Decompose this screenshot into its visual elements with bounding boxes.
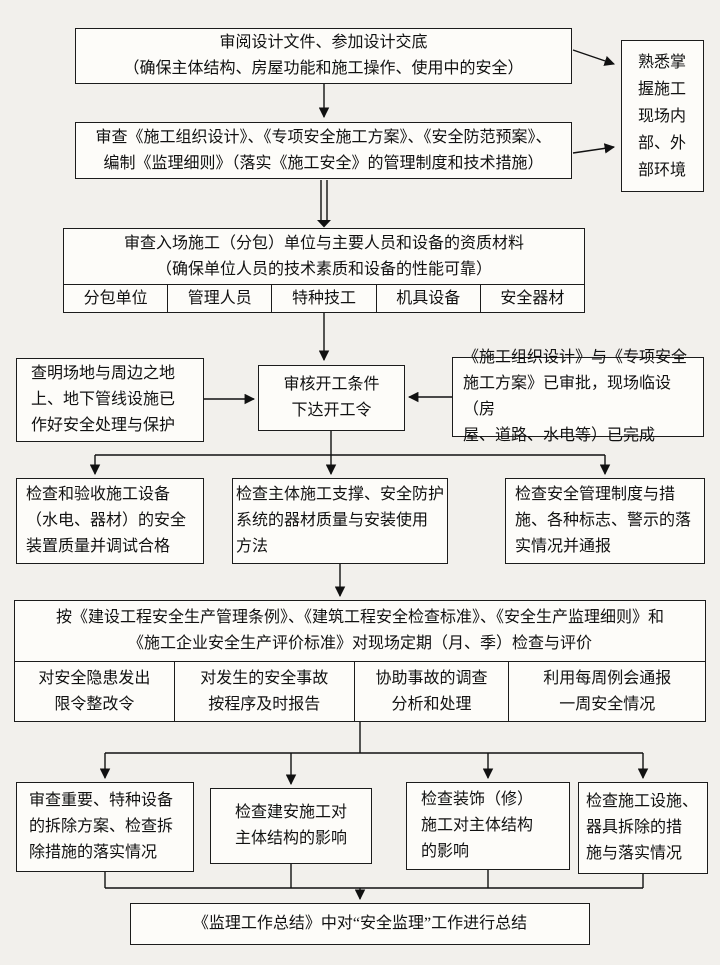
node-approved-ready-text: 《施工组织设计》与《专项安全 施工方案》已审批，现场临设（房 屋、道路、水电等）… xyxy=(463,349,688,444)
node-site-survey: 查明场地与周边之地 上、地下管线设施已 作好安全处理与保护 xyxy=(16,358,204,442)
node-check-support-system: 检查主体施工支撑、安全防护 系统的器材质量与安装使用 方法 xyxy=(232,478,448,564)
node-approved-ready: 《施工组织设计》与《专项安全 施工方案》已审批，现场临设（房 屋、道路、水电等）… xyxy=(452,349,704,444)
cell-management-staff: 管理人员 xyxy=(167,285,271,312)
node-start-order-line2: 下达开工令 xyxy=(291,402,372,419)
node-review-qualifications: 审查入场施工（分包）单位与主要人员和设备的资质材料 （确保单位人员的技术素质和设… xyxy=(63,228,585,313)
node-work-summary-text: 《监理工作总结》中对“安全监理”工作进行总结 xyxy=(192,915,528,932)
node-start-order-line1: 审核开工条件 xyxy=(283,376,380,393)
cell-subcontract-unit: 分包单位 xyxy=(83,289,148,307)
node-periodic-inspection-line1: 按《建设工程安全生产管理条例》、《建筑工程安全检查标准》、《安全生产监理细则》和 xyxy=(55,609,664,626)
node-construction-impact: 检查建安施工对 主体结构的影响 xyxy=(210,788,372,864)
node-facility-removal: 检查施工设施、 器具拆除的措 施与落实情况 xyxy=(578,782,708,874)
node-periodic-inspection-line2: 《施工企业安全生产评价标准》对现场定期（月、季）检查与评价 xyxy=(127,635,592,652)
node-review-design: 审阅设计文件、参加设计交底 （确保主体结构、房屋功能和施工操作、使用中的安全） xyxy=(75,28,572,84)
node-review-qualifications-line1: 审查入场施工（分包）单位与主要人员和设备的资质材料 xyxy=(123,234,524,252)
node-periodic-inspection-text: 按《建设工程安全生产管理条例》、《建筑工程安全检查标准》、《安全生产监理细则》和… xyxy=(15,601,705,661)
node-review-design-line2: （确保主体结构、房屋功能和施工操作、使用中的安全） xyxy=(123,60,524,77)
qualification-cells-row: 分包单位 管理人员 特种技工 机具设备 安全器材 xyxy=(64,284,584,312)
node-review-design-line1: 审阅设计文件、参加设计交底 xyxy=(219,34,428,51)
node-check-equipment: 检查和验收施工设备 （水电、器材）的安全 装置质量并调试合格 xyxy=(16,478,204,564)
node-check-safety-management-text: 检查安全管理制度与措 施、各种标志、警示的落 实情况并通报 xyxy=(515,486,692,555)
node-periodic-inspection: 按《建设工程安全生产管理条例》、《建筑工程安全检查标准》、《安全生产监理细则》和… xyxy=(14,600,706,722)
cell-weekly-meeting-report: 利用每周例会通报 一周安全情况 xyxy=(508,662,705,721)
node-familiarize-environment: 熟悉掌 握施工 现场内 部、外 部环境 xyxy=(621,40,704,192)
node-demolition-review: 审查重要、特种设备 的拆除方案、检查拆 除措施的落实情况 xyxy=(16,782,194,872)
node-review-qualifications-text: 审查入场施工（分包）单位与主要人员和设备的资质材料 （确保单位人员的技术素质和设… xyxy=(64,229,584,284)
double-arrow-head xyxy=(317,220,331,228)
node-familiarize-environment-text: 熟悉掌 握施工 现场内 部、外 部环境 xyxy=(638,53,687,179)
node-review-documents-line2: 编制《监理细则》（落实《施工安全》的管理制度和技术措施） xyxy=(103,154,544,172)
node-review-qualifications-line2: （确保单位人员的技术素质和设备的性能可靠） xyxy=(155,260,492,278)
periodic-cells-row: 对安全隐患发出 限令整改令 对发生的安全事故 按程序及时报告 协助事故的调查 分… xyxy=(15,661,705,721)
arrow-group-top xyxy=(318,49,616,362)
node-decoration-impact: 检查装饰（修） 施工对主体结构 的影响 xyxy=(406,782,570,870)
node-check-safety-management: 检查安全管理制度与措 施、各种标志、警示的落 实情况并通报 xyxy=(505,478,705,564)
node-start-order: 审核开工条件 下达开工令 xyxy=(258,365,405,431)
node-review-documents: 审查《施工组织设计》、《专项安全施工方案》、《安全防范预案》、 编制《监理细则》… xyxy=(75,122,572,179)
node-decoration-impact-text: 检查装饰（修） 施工对主体结构 的影响 xyxy=(421,791,534,860)
cell-machinery-equipment: 机具设备 xyxy=(375,285,480,312)
cell-accident-investigation: 协助事故的调查 分析和处理 xyxy=(353,662,509,721)
node-demolition-review-text: 审查重要、特种设备 的拆除方案、检查拆 除措施的落实情况 xyxy=(29,792,174,861)
cell-special-technicians: 特种技工 xyxy=(271,285,375,312)
node-facility-removal-text: 检查施工设施、 器具拆除的措 施与落实情况 xyxy=(586,793,699,862)
node-review-documents-line1: 审查《施工组织设计》、《专项安全施工方案》、《安全防范预案》、 xyxy=(95,128,552,146)
node-work-summary: 《监理工作总结》中对“安全监理”工作进行总结 xyxy=(130,903,590,945)
cell-accident-report: 对发生的安全事故 按程序及时报告 xyxy=(173,662,354,721)
cell-safety-devices: 安全器材 xyxy=(479,285,584,312)
node-check-support-system-text: 检查主体施工支撑、安全防护 系统的器材质量与安装使用 方法 xyxy=(236,486,445,555)
node-check-equipment-text: 检查和验收施工设备 （水电、器材）的安全 装置质量并调试合格 xyxy=(26,486,187,555)
node-construction-impact-text: 检查建安施工对 主体结构的影响 xyxy=(234,804,347,847)
node-site-survey-text: 查明场地与周边之地 上、地下管线设施已 作好安全处理与保护 xyxy=(31,365,176,434)
cell-rectification-order: 对安全隐患发出 限令整改令 xyxy=(38,669,151,713)
